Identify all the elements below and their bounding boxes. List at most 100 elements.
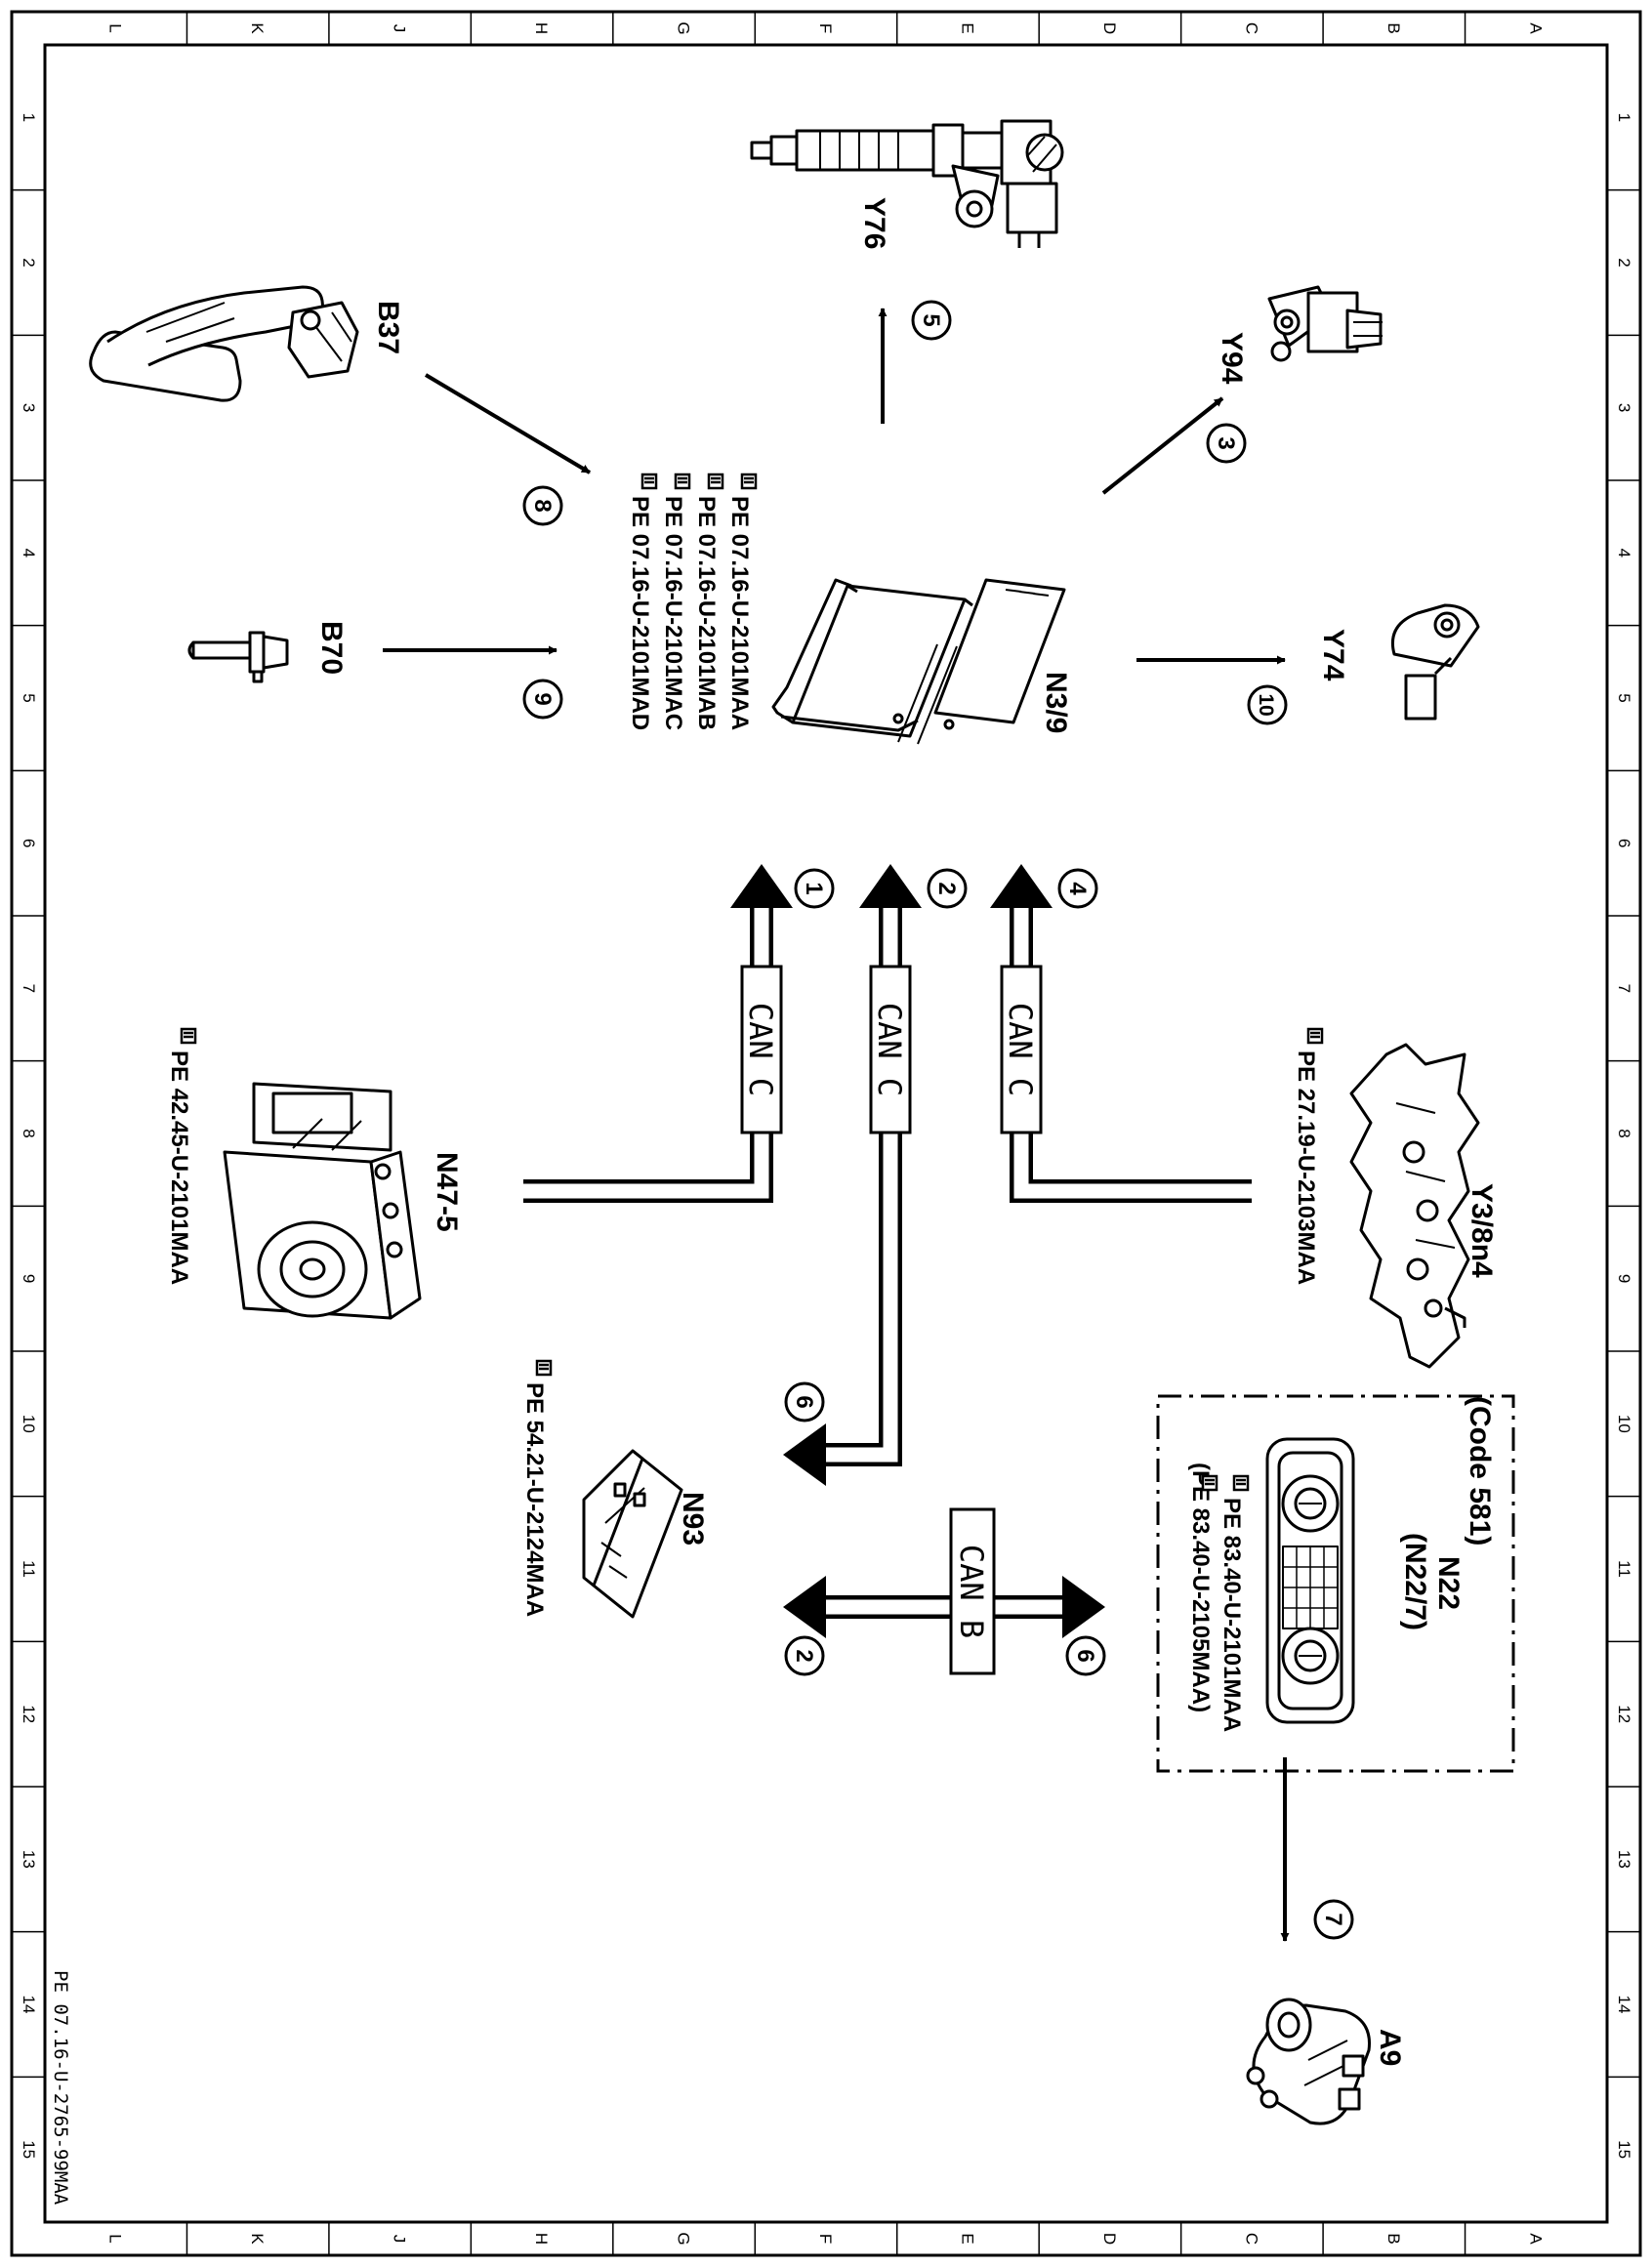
grid-row-label: 8 <box>1615 1129 1633 1137</box>
hand-icon <box>180 1027 197 1045</box>
hand-icon <box>740 473 758 490</box>
signal-9-number: 9 <box>529 692 556 705</box>
signal-2b-number: 2 <box>791 1649 817 1662</box>
can-c-label-2: CAN C <box>871 1003 908 1096</box>
label-n47-5: N47-5 <box>431 1152 463 1232</box>
gateway-n93-drawing <box>582 1449 683 1619</box>
signal-10-number: 10 <box>1255 693 1277 716</box>
grid-column-label: K <box>248 2233 267 2245</box>
grid-column-label: A <box>1526 2233 1545 2245</box>
ref-n93: PE 54.21-U-2124MAA <box>521 1382 548 1617</box>
grid-row-label: 15 <box>20 2140 38 2159</box>
optional-equipment-box <box>1156 1394 1515 1773</box>
grid-column-label: B <box>1384 22 1403 33</box>
grid-ticks <box>12 12 1640 2255</box>
esp-control-unit-n47-5-drawing <box>223 1082 422 1320</box>
ref-n3-9-4: PE 07.16-U-2101MAD <box>627 496 653 730</box>
label-n93: N93 <box>677 1492 709 1546</box>
label-b37: B37 <box>372 301 404 354</box>
injector-y76-drawing <box>750 119 1064 248</box>
hand-icon <box>674 473 691 490</box>
grid-column-label: G <box>675 2232 693 2245</box>
label-y3-8n4: Y3/8n4 <box>1466 1183 1498 1278</box>
grid-column-label: J <box>391 24 409 33</box>
signal-arrows <box>383 308 1290 1942</box>
grid-column-label: J <box>391 2235 409 2244</box>
grid-row-label: 6 <box>20 839 38 847</box>
grid-row-label: 9 <box>1615 1274 1633 1283</box>
pressure-regulator-y74-drawing <box>1391 603 1480 721</box>
grid-column-label: E <box>958 22 976 33</box>
can-b-bus <box>783 1576 1105 1638</box>
label-a9: A9 <box>1374 2029 1406 2066</box>
grid-row-label: 14 <box>1615 1996 1633 2014</box>
grid-row-label: 11 <box>20 1560 38 1578</box>
can-c-label-1: CAN C <box>742 1003 779 1096</box>
grid-row-label: 5 <box>20 693 38 702</box>
climate-control-n22-drawing <box>1265 1437 1355 1724</box>
grid-row-label: 1 <box>20 113 38 122</box>
label-b70: B70 <box>315 621 348 675</box>
signal-2-number: 2 <box>933 882 960 894</box>
grid-row-label: 2 <box>1615 258 1633 267</box>
inner-border <box>43 43 1609 2224</box>
signal-4-number: 4 <box>1064 882 1091 895</box>
arrow-b37-to-n3-9 <box>424 373 592 474</box>
hand-icon <box>1232 1474 1250 1492</box>
label-n22: N22 <box>1432 1556 1465 1610</box>
signal-7-number: 7 <box>1320 1913 1346 1925</box>
ref-n3-9-3: PE 07.16-U-2101MAC <box>660 496 686 730</box>
can-c-label-4: CAN C <box>1002 1003 1039 1096</box>
signal-8-number: 8 <box>529 499 556 512</box>
hand-icon <box>1201 1474 1218 1492</box>
signal-6-number: 6 <box>791 1395 817 1408</box>
grid-row-label: 4 <box>1615 549 1633 557</box>
ref-n47-5: PE 42.45-U-2101MAA <box>166 1051 192 1285</box>
grid-column-label: A <box>1526 22 1545 34</box>
grid-column-label: G <box>675 21 693 34</box>
document-id: PE 07.16-U-2765-99MAA <box>50 1970 71 2205</box>
signal-3-number: 3 <box>1213 436 1239 449</box>
grid-row-label: 7 <box>20 984 38 993</box>
grid-column-label: C <box>1242 2233 1260 2245</box>
hand-icon <box>707 473 724 490</box>
grid-row-label: 13 <box>20 1850 38 1869</box>
grid-column-label: F <box>816 23 835 33</box>
grid-column-label: D <box>1100 22 1119 34</box>
label-y74: Y74 <box>1317 629 1349 681</box>
compressor-a9-drawing <box>1246 1998 1371 2125</box>
grid-row-label: 12 <box>1615 1705 1633 1723</box>
grid-row-label: 3 <box>1615 403 1633 412</box>
valve-body-y3-8n4-drawing <box>1349 1043 1480 1369</box>
grid-column-label: L <box>106 2234 125 2243</box>
pedal-sensor-b37-drawing <box>89 285 359 402</box>
grid-row-label: 7 <box>1615 984 1633 993</box>
grid-column-label: L <box>106 23 125 32</box>
grid-row-label: 10 <box>20 1415 38 1433</box>
label-code-581: (Code 581) <box>1464 1396 1496 1546</box>
grid-column-label: F <box>816 2234 835 2244</box>
outer-border <box>10 10 1642 2257</box>
ref-n22-1: PE 83.40-U-2101MAA <box>1218 1498 1245 1732</box>
grid-row-label: 3 <box>20 403 38 412</box>
grid-row-label: 10 <box>1615 1415 1633 1433</box>
signal-5-number: 5 <box>918 313 944 326</box>
grid-row-label: 6 <box>1615 839 1633 847</box>
grid-column-label: H <box>532 22 551 34</box>
hand-icon <box>1306 1027 1324 1045</box>
arrow-n3-9-to-y94 <box>1101 396 1224 495</box>
can-b-label: CAN B <box>953 1545 990 1638</box>
grid-row-label: 11 <box>1615 1560 1633 1578</box>
grid-column-label: H <box>532 2233 551 2245</box>
grid-row-label: 2 <box>20 258 38 267</box>
grid-row-label: 5 <box>1615 693 1633 702</box>
grid-row-label: 15 <box>1615 2140 1633 2159</box>
grid-row-label: 1 <box>1615 113 1633 122</box>
grid-row-label: 9 <box>20 1274 38 1283</box>
engine-control-unit-n3-9-drawing <box>771 578 1066 745</box>
quantity-control-valve-y94-drawing <box>1267 285 1383 362</box>
label-y76: Y76 <box>858 197 890 249</box>
ref-n22-2: (PE 83.40-U-2105MAA) <box>1187 1463 1214 1712</box>
label-n22-7: (N22/7) <box>1399 1533 1431 1630</box>
can-label-boxes <box>740 965 1043 1675</box>
